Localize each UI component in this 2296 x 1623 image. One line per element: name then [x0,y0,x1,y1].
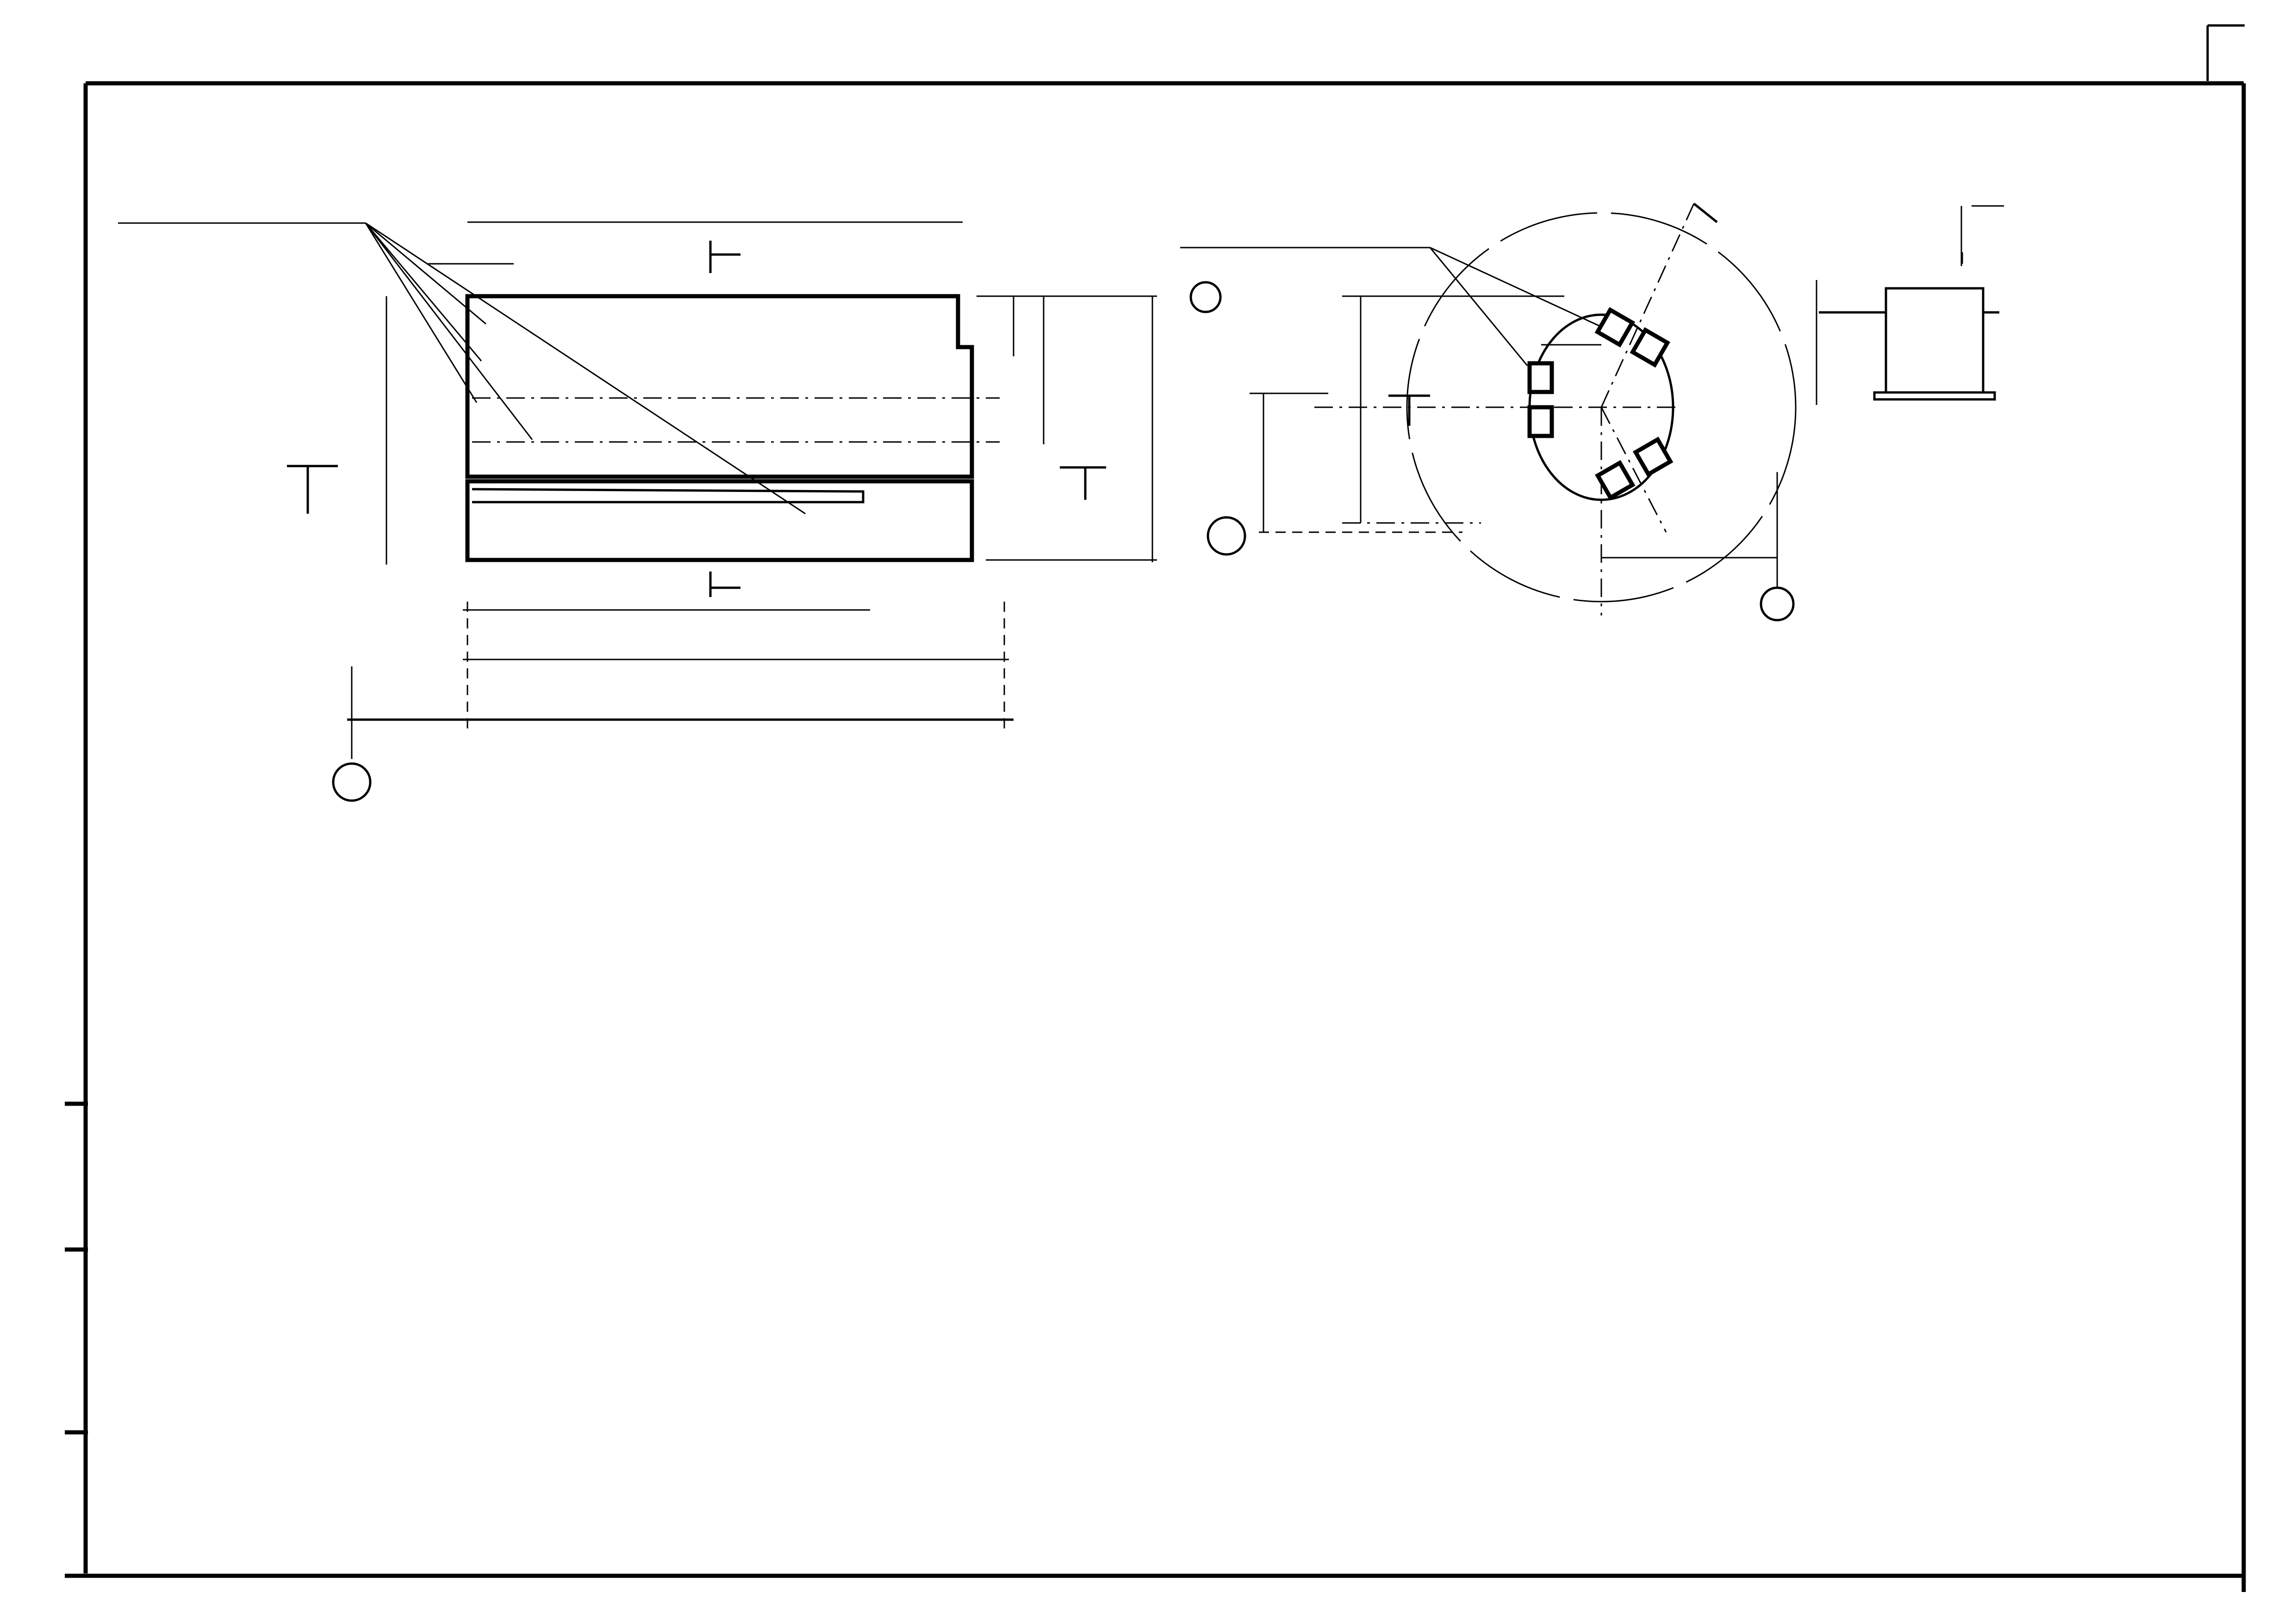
sheet-frame [65,24,2246,1592]
plan-fom3 [1180,203,1797,622]
wells-fom3 [1527,307,1674,501]
section-3-3 [1816,205,2004,405]
plan-fom2 [118,221,1222,802]
